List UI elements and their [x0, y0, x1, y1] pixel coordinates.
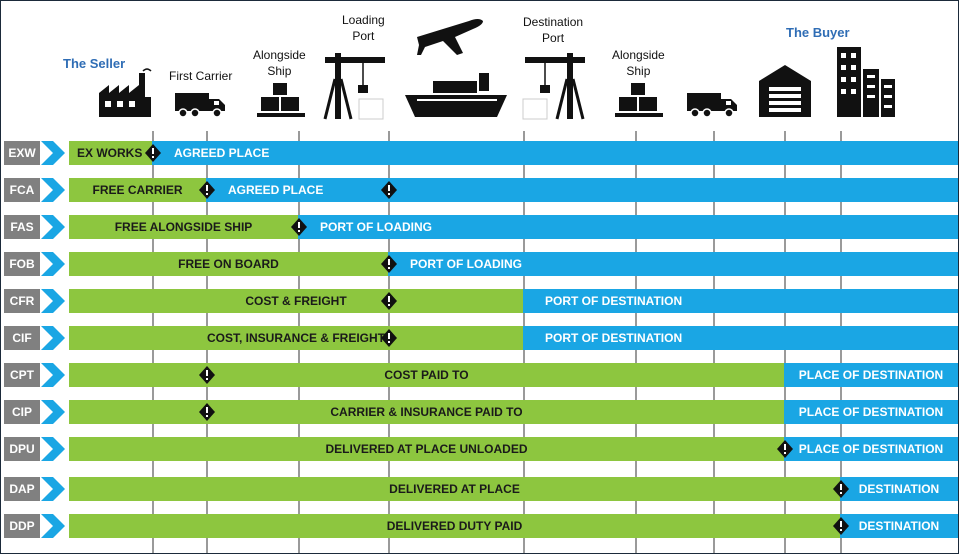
chevron-right-icon [41, 289, 65, 313]
incoterm-code: CIF [4, 326, 40, 350]
delivery-point-diamond-icon [199, 403, 215, 421]
delivery-point-diamond-icon [777, 440, 793, 458]
seller-responsibility-segment: DELIVERED DUTY PAID [69, 514, 840, 538]
destination-port-label: Destination Port [523, 15, 584, 45]
incoterm-code: CFR [4, 289, 40, 313]
chevron-right-icon [41, 514, 65, 538]
delivery-point-diamond-icon [381, 181, 397, 199]
delivery-point-diamond-icon [381, 255, 397, 273]
buyer-responsibility-segment: PORT OF LOADING [298, 215, 958, 239]
chevron-right-icon [41, 141, 65, 165]
buyer-label: The Buyer [786, 25, 850, 40]
seller-responsibility-segment: COST, INSURANCE & FREIGHT [69, 326, 523, 350]
buyer-responsibility-segment: AGREED PLACE [152, 141, 958, 165]
seller-responsibility-segment: COST & FREIGHT [69, 289, 523, 313]
alongside-ship-label: Alongside Ship [253, 48, 306, 78]
buyer-responsibility-segment: PLACE OF DESTINATION [784, 437, 958, 461]
buyer-responsibility-segment: DESTINATION [840, 477, 958, 501]
delivery-point-diamond-icon [199, 366, 215, 384]
port-crane-icon [323, 53, 385, 120]
pallet-boxes-2-icon [615, 83, 663, 117]
incoterm-code: CIP [4, 400, 40, 424]
seller-responsibility-segment: FREE ON BOARD [69, 252, 388, 276]
alongside-ship-2-label: Alongside Ship [612, 48, 665, 78]
pallet-boxes-icon [257, 83, 305, 117]
seller-responsibility-segment: DELIVERED AT PLACE [69, 477, 840, 501]
chevron-right-icon [41, 215, 65, 239]
delivery-point-diamond-icon [833, 517, 849, 535]
chevron-right-icon [41, 326, 65, 350]
factory-icon [99, 68, 152, 117]
seller-responsibility-segment: FREE CARRIER [69, 178, 206, 202]
chevron-right-icon [41, 437, 65, 461]
seller-responsibility-segment: EX WORKS [69, 141, 152, 165]
incoterm-code: FAS [4, 215, 40, 239]
delivery-point-diamond-icon [199, 181, 215, 199]
buyer-responsibility-segment: DESTINATION [840, 514, 958, 538]
chevron-right-icon [41, 178, 65, 202]
loading-port-label: Loading Port [342, 13, 385, 43]
incoterm-code: DAP [4, 477, 40, 501]
incoterm-code: FOB [4, 252, 40, 276]
chevron-right-icon [41, 477, 65, 501]
buyer-responsibility-segment: PORT OF LOADING [388, 252, 958, 276]
seller-label: The Seller [63, 56, 126, 71]
seller-responsibility-segment: FREE ALONGSIDE SHIP [69, 215, 298, 239]
incoterm-code: EXW [4, 141, 40, 165]
delivery-point-diamond-icon [381, 329, 397, 347]
warehouse-icon [759, 65, 811, 117]
chevron-right-icon [41, 252, 65, 276]
truck-icon [175, 93, 225, 118]
incoterm-code: CPT [4, 363, 40, 387]
chevron-right-icon [41, 400, 65, 424]
incoterm-code: DDP [4, 514, 40, 538]
delivery-point-diamond-icon [145, 144, 161, 162]
truck-2-icon [687, 93, 737, 118]
buyer-responsibility-segment: AGREED PLACE [206, 178, 958, 202]
buyer-responsibility-segment: PLACE OF DESTINATION [784, 363, 958, 387]
seller-responsibility-segment: CARRIER & INSURANCE PAID TO [69, 400, 784, 424]
buyer-responsibility-segment: PORT OF DESTINATION [523, 289, 958, 313]
incoterm-code: DPU [4, 437, 40, 461]
seller-responsibility-segment: COST PAID TO [69, 363, 784, 387]
buyer-responsibility-segment: PLACE OF DESTINATION [784, 400, 958, 424]
destination-port-crane-icon [522, 53, 585, 120]
airplane-and-ship-icon [405, 19, 507, 117]
seller-responsibility-segment: DELIVERED AT PLACE UNLOADED [69, 437, 784, 461]
delivery-point-diamond-icon [833, 480, 849, 498]
delivery-point-diamond-icon [291, 218, 307, 236]
buyer-responsibility-segment: PORT OF DESTINATION [523, 326, 958, 350]
chevron-right-icon [41, 363, 65, 387]
first-carrier-label: First Carrier [169, 69, 233, 83]
incoterm-code: FCA [4, 178, 40, 202]
delivery-point-diamond-icon [381, 292, 397, 310]
buildings-icon [837, 47, 895, 117]
